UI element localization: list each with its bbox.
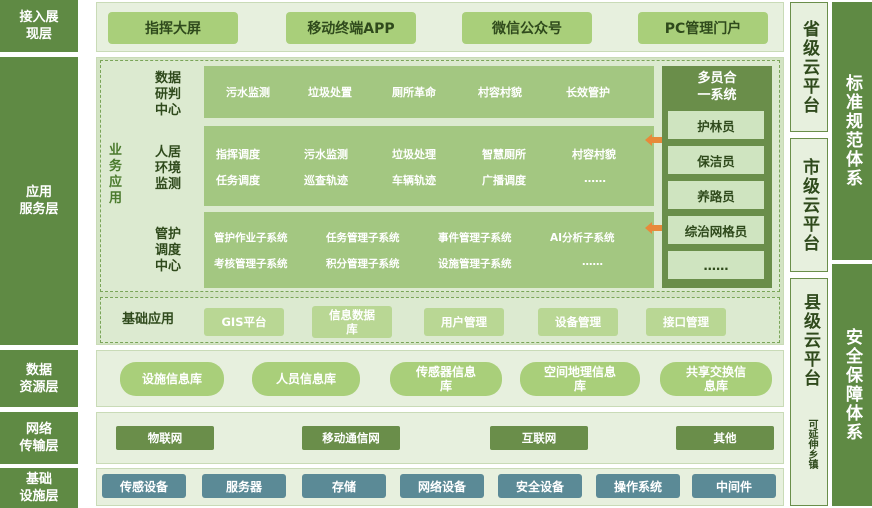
security-system-box: 安全保障体系 (832, 264, 872, 506)
dispatch-item: …… (582, 256, 603, 268)
data-center-item: 村容村貌 (478, 86, 522, 99)
dispatch-item: 管护作业子系统 (214, 232, 288, 244)
category-living-monitor: 人居 环境 监测 (154, 145, 181, 192)
infra-item-storage: 存储 (302, 474, 386, 498)
standard-system-label: 标准规范体系 (842, 74, 862, 188)
basic-apps-label: 基础应用 (121, 312, 174, 327)
dispatch-item: 积分管理子系统 (326, 258, 400, 270)
security-system-label: 安全保障体系 (842, 328, 862, 442)
standard-system-box: 标准规范体系 (832, 2, 872, 260)
role-item-road-keeper: 养路员 (668, 181, 764, 209)
living-item: 村容村貌 (572, 148, 616, 161)
living-item: 任务调度 (216, 174, 260, 187)
living-item: 智慧厕所 (482, 148, 526, 161)
data-center-item: 长效管护 (566, 86, 610, 99)
data-center-item: 污水监测 (226, 86, 270, 99)
dispatch-row: 管护作业子系统 任务管理子系统 事件管理子系统 AI分析子系统 考核管理子系统 … (204, 212, 654, 288)
living-item: 指挥调度 (216, 148, 260, 161)
basic-app-device-mgmt: 设备管理 (538, 308, 618, 336)
network-item-iot: 物联网 (116, 426, 214, 450)
living-monitor-row: 指挥调度 污水监测 垃圾处理 智慧厕所 村容村貌 任务调度 巡查轨迹 车辆轨迹 … (204, 126, 654, 206)
data-item-personnel: 人员信息库 (252, 362, 360, 396)
county-cloud-box: 县级云平台 可延伸乡镇 (790, 278, 828, 506)
role-item-more: …… (668, 251, 764, 279)
city-cloud-box: 市级云平台 (790, 138, 828, 272)
data-center-row: 污水监测 垃圾处置 厕所革命 村容村貌 长效管护 (204, 66, 654, 118)
data-item-sensor: 传感器信息 库 (390, 362, 502, 396)
basic-app-gis: GIS平台 (204, 308, 284, 336)
access-item-pc-portal: PC管理门户 (638, 12, 768, 44)
layer-label-app: 应用 服务层 (0, 57, 78, 345)
layer-label-network: 网络 传输层 (0, 412, 78, 464)
role-item-forest-ranger: 护林员 (668, 111, 764, 139)
infra-item-os: 操作系统 (596, 474, 680, 498)
data-center-item: 厕所革命 (392, 86, 436, 99)
living-item: 广播调度 (482, 174, 526, 187)
access-item-command-screen: 指挥大屏 (108, 12, 238, 44)
role-item-grid-officer: 综治网格员 (668, 216, 764, 244)
layer-label-access: 接入展 现层 (0, 0, 78, 52)
dispatch-item: 任务管理子系统 (326, 232, 400, 244)
layer-label-data: 数据 资源层 (0, 350, 78, 407)
network-item-mobile: 移动通信网 (302, 426, 400, 450)
basic-app-user-mgmt: 用户管理 (424, 308, 504, 336)
infra-item-middleware: 中间件 (692, 474, 776, 498)
city-cloud-label: 市级云平台 (799, 157, 819, 253)
data-item-exchange: 共享交换信 息库 (660, 362, 772, 396)
data-item-facility: 设施信息库 (120, 362, 224, 396)
county-cloud-note: 可延伸乡镇 (806, 419, 817, 469)
living-item: 巡查轨迹 (304, 174, 348, 187)
infra-item-server: 服务器 (202, 474, 286, 498)
county-cloud-label: 县级云平台 (800, 293, 820, 388)
infra-item-network-device: 网络设备 (400, 474, 484, 498)
data-item-geo: 空间地理信息 库 (520, 362, 640, 396)
living-item: 垃圾处理 (392, 148, 436, 161)
category-dispatch-center: 管护 调度 中心 (154, 227, 181, 274)
basic-app-info-db: 信息数据 库 (312, 306, 392, 338)
infra-item-security-device: 安全设备 (498, 474, 582, 498)
dispatch-item: AI分析子系统 (550, 232, 615, 244)
dispatch-item: 事件管理子系统 (438, 232, 512, 244)
province-cloud-box: 省级云平台 (790, 2, 828, 132)
access-item-mobile-app: 移动终端APP (286, 12, 416, 44)
dispatch-item: 考核管理子系统 (214, 258, 288, 270)
infra-item-sensor: 传感设备 (102, 474, 186, 498)
access-item-wechat: 微信公众号 (462, 12, 592, 44)
dispatch-item: 设施管理子系统 (438, 258, 512, 270)
role-item-cleaner: 保洁员 (668, 146, 764, 174)
layer-label-infra: 基础 设施层 (0, 468, 78, 508)
basic-app-interface-mgmt: 接口管理 (646, 308, 726, 336)
living-item: 污水监测 (304, 148, 348, 161)
network-item-internet: 互联网 (490, 426, 588, 450)
network-item-other: 其他 (676, 426, 774, 450)
business-app-label: 业 务 应 用 (109, 143, 124, 206)
data-center-item: 垃圾处置 (308, 86, 352, 99)
living-item: …… (584, 172, 606, 185)
living-item: 车辆轨迹 (392, 174, 436, 187)
multi-role-title: 多员合 一系统 (697, 71, 737, 103)
category-data-center: 数据 研判 中心 (154, 71, 181, 118)
province-cloud-label: 省级云平台 (799, 19, 819, 115)
